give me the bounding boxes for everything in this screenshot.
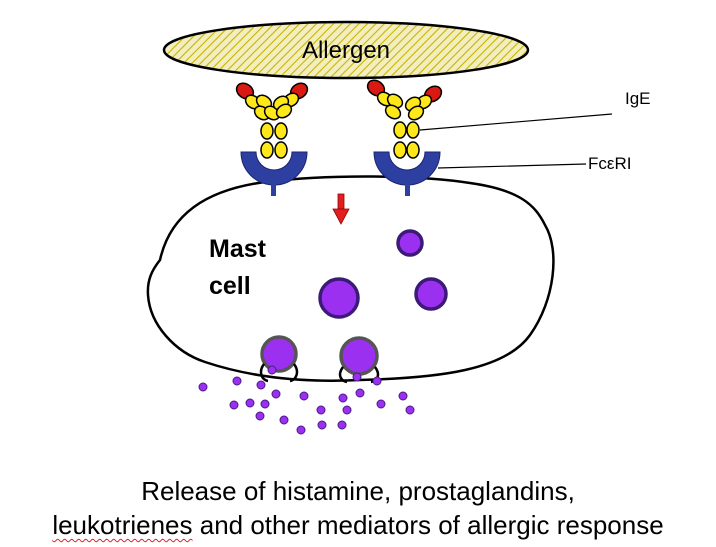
granule xyxy=(414,277,448,311)
caption-line-2: leukotrienes and other mediators of alle… xyxy=(0,508,716,542)
allergen-label: Allergen xyxy=(302,37,390,64)
fceri-receptor-left xyxy=(240,151,308,196)
caption-underlined-word: leukotrienes xyxy=(52,510,193,540)
allergen-particle xyxy=(162,20,530,80)
ige-antibody-left xyxy=(235,82,309,159)
degranulating-vesicle-left xyxy=(259,335,299,383)
fceri-receptor-right xyxy=(373,151,441,196)
receptor-leader-line xyxy=(437,163,587,169)
receptor-label: FcεRI xyxy=(588,154,631,173)
degranulating-vesicle-right xyxy=(338,336,380,384)
granule xyxy=(318,277,360,319)
released-mediators xyxy=(198,365,415,435)
caption-line-2-rest: and other mediators of allergic response xyxy=(192,510,664,540)
granule xyxy=(396,229,424,257)
mast-cell-label-line1: Mast xyxy=(209,235,267,263)
signal-arrow xyxy=(332,193,350,225)
ige-antibody-right xyxy=(366,79,443,159)
ige-label: IgE xyxy=(625,89,651,108)
ige-leader-line xyxy=(419,113,613,131)
mast-cell-membrane xyxy=(146,175,555,382)
mast-cell-label-line2: cell xyxy=(209,272,251,300)
caption-line-1: Release of histamine, prostaglandins, xyxy=(141,476,575,506)
